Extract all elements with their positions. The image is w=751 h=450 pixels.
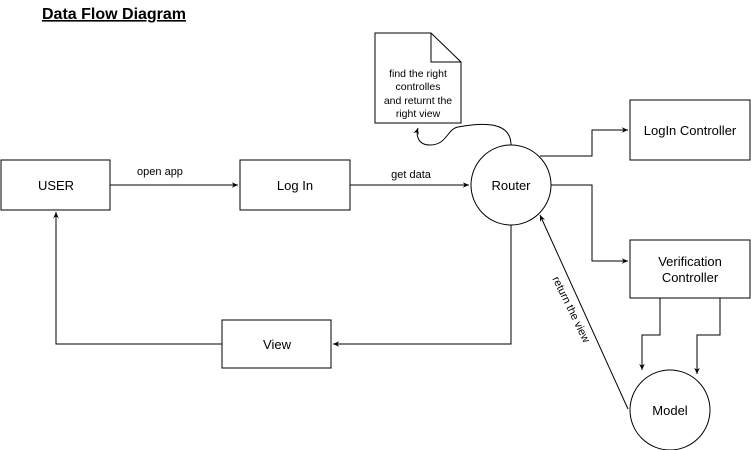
view-label: View (263, 337, 292, 352)
edge-router-to-note (413, 123, 512, 146)
login-controller-label: LogIn Controller (644, 123, 737, 138)
verification-controller-label-line1: Verification (658, 254, 722, 269)
diagram-title: Data Flow Diagram (42, 6, 186, 23)
login-label: Log In (277, 178, 313, 193)
edge-get-data-label: get data (391, 169, 432, 181)
view-node[interactable]: View (221, 319, 332, 369)
router-node[interactable]: Router (470, 144, 552, 226)
model-node[interactable]: Model (629, 369, 711, 450)
edge-verification-to-model-2 (694, 298, 721, 374)
edge-model-to-router (539, 214, 629, 410)
note-line-1: find the right (389, 68, 447, 80)
edge-open-app-label: open app (137, 166, 183, 178)
model-label: Model (652, 403, 688, 418)
note-line-3: and returnt the (384, 95, 452, 107)
login-controller-node[interactable]: LogIn Controller (629, 99, 751, 161)
edge-router-to-login-controller (540, 127, 628, 157)
edge-verification-to-model-1 (639, 298, 661, 370)
verification-controller-label-line2: Controller (662, 270, 719, 285)
router-label: Router (491, 178, 531, 193)
router-note: find the right controlles and returnt th… (374, 32, 462, 124)
login-node[interactable]: Log In (239, 159, 351, 211)
note-line-4: right view (396, 108, 441, 120)
verification-controller-node[interactable]: Verification Controller (629, 239, 751, 299)
edge-view-to-user (53, 212, 222, 345)
edge-router-to-verification-controller (551, 184, 628, 264)
edge-return-view-label: return the view (549, 275, 591, 345)
edge-router-to-view (333, 225, 512, 347)
note-line-2: controlles (396, 81, 441, 93)
user-node[interactable]: USER (0, 159, 111, 211)
user-label: USER (38, 178, 74, 193)
